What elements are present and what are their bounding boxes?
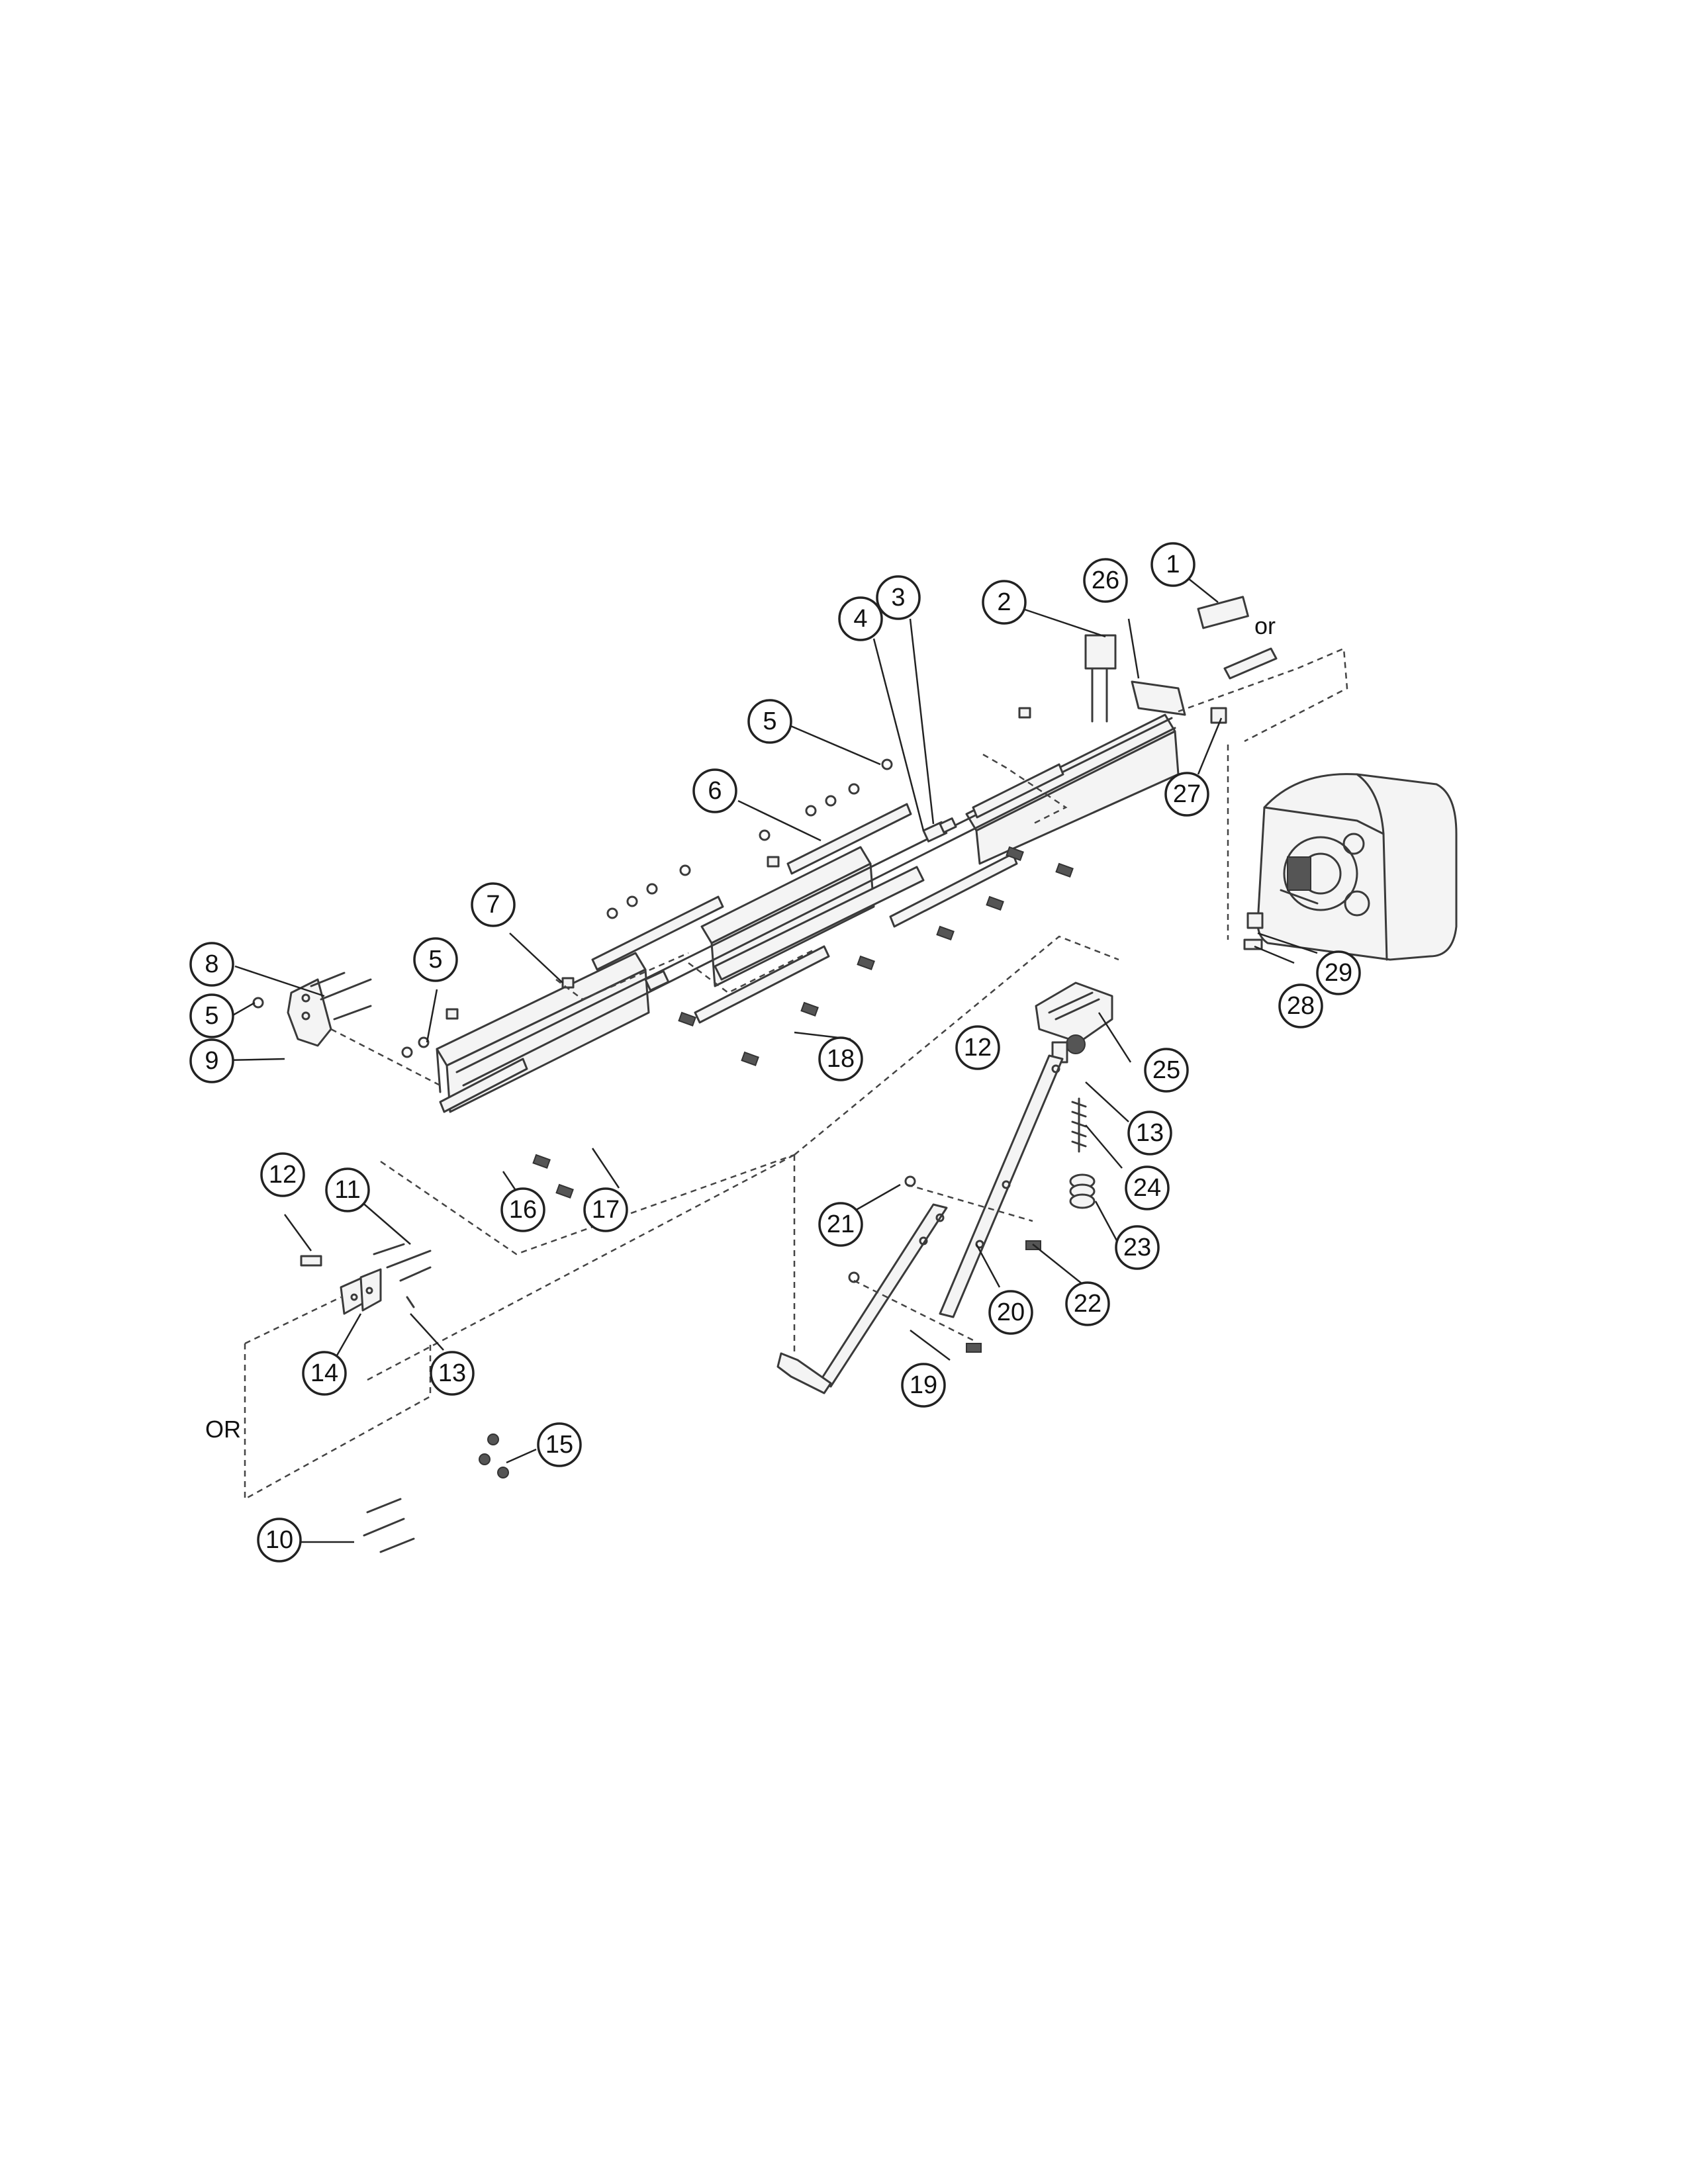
svg-text:13: 13 [438,1359,466,1387]
svg-text:17: 17 [592,1196,620,1224]
svg-text:24: 24 [1133,1174,1161,1202]
callout-17: 17 [583,1187,628,1232]
callout-11: 11 [325,1167,370,1212]
callout-12-lower: 12 [260,1152,305,1197]
svg-text:5: 5 [763,707,776,735]
or-label-lower: OR [205,1416,241,1443]
callout-19: 19 [901,1363,946,1408]
svg-text:11: 11 [334,1176,360,1204]
svg-text:2: 2 [997,588,1011,616]
rail-assembly [436,680,1186,1113]
svg-text:12: 12 [269,1161,297,1189]
callout-5-middle: 5 [413,937,458,982]
svg-text:1: 1 [1166,551,1180,578]
callout-29: 29 [1316,950,1361,995]
or-label-upper: or [1254,612,1276,639]
callout-22: 22 [1065,1281,1110,1326]
callout-4: 4 [838,596,883,641]
svg-text:16: 16 [509,1196,537,1224]
trolley [1035,981,1113,1064]
callout-13-upper: 13 [1127,1111,1172,1156]
lag-screws-8 [252,972,372,1021]
svg-text:15: 15 [545,1431,573,1459]
svg-text:10: 10 [265,1526,293,1554]
svg-text:28: 28 [1287,992,1315,1020]
svg-text:21: 21 [827,1210,855,1238]
callout-2: 2 [982,580,1027,625]
svg-text:14: 14 [310,1359,338,1387]
rail-end-parts [1084,596,1278,724]
rail-brackets [439,763,1064,1113]
callout-26: 26 [1083,558,1128,603]
svg-text:26: 26 [1092,567,1119,594]
svg-text:12: 12 [964,1034,992,1062]
svg-text:19: 19 [910,1371,937,1399]
svg-text:23: 23 [1123,1234,1151,1261]
callout-16: 16 [500,1187,545,1232]
svg-text:20: 20 [997,1298,1025,1326]
callout-14: 14 [302,1351,347,1396]
motor-unit [1227,745,1458,961]
callout-15: 15 [537,1422,582,1467]
svg-text:13: 13 [1136,1119,1164,1147]
svg-text:8: 8 [205,950,218,978]
svg-text:3: 3 [891,584,905,612]
svg-text:22: 22 [1074,1290,1102,1318]
svg-text:5: 5 [205,1002,218,1030]
svg-text:18: 18 [827,1045,855,1073]
header-bracket [287,978,441,1087]
callout-7: 7 [471,882,516,927]
svg-text:7: 7 [486,891,500,919]
callout-27: 27 [1164,772,1209,817]
door-connection-outline [367,935,1119,1381]
callout-25: 25 [1144,1048,1189,1093]
spring-and-grommet [1069,1097,1096,1209]
svg-text:27: 27 [1173,780,1201,808]
callout-6: 6 [692,768,737,813]
chain-connector-parts [644,817,957,991]
callout-3: 3 [876,575,921,620]
callout-5-lower: 5 [189,993,234,1038]
hardware-set [401,707,1074,1199]
callout-5-upper: 5 [747,699,792,744]
callout-23: 23 [1115,1225,1160,1270]
svg-text:6: 6 [708,777,722,805]
svg-text:4: 4 [853,605,867,633]
callout-12-upper: 12 [955,1025,1000,1070]
svg-text:25: 25 [1152,1056,1180,1084]
callout-21: 21 [818,1202,863,1247]
callout-9: 9 [189,1038,234,1083]
callout-8: 8 [189,942,234,987]
door-bracket [300,1243,432,1315]
callout-1: 1 [1150,542,1196,587]
callout-13-lower: 13 [430,1351,475,1396]
svg-text:9: 9 [205,1047,218,1075]
callout-20: 20 [988,1290,1033,1335]
rail-dashed-guides [555,647,1348,1001]
callout-24: 24 [1125,1165,1170,1210]
leader-lines [224,575,1318,1543]
callout-18: 18 [818,1036,863,1081]
door-arms [776,1054,1064,1394]
callout-10: 10 [257,1518,302,1563]
svg-text:5: 5 [428,946,442,974]
door-screws-and-nuts [363,1433,509,1553]
callout-28: 28 [1278,983,1323,1028]
or-alternative-box [244,1296,432,1501]
svg-text:29: 29 [1325,959,1352,987]
